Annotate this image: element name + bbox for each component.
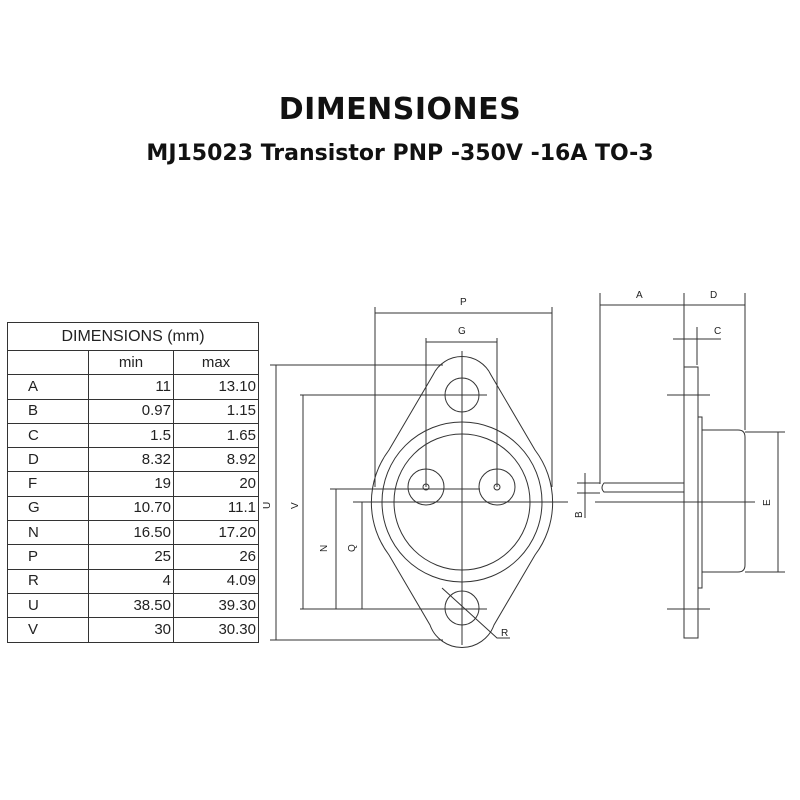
max-value: 20 bbox=[173, 471, 259, 497]
max-value: 30.30 bbox=[173, 617, 259, 643]
label-a: A bbox=[636, 290, 643, 301]
front-view: P G U V N Q R bbox=[262, 297, 568, 649]
max-value: 1.65 bbox=[173, 422, 259, 449]
dimension-label: F bbox=[7, 471, 89, 497]
max-value: 4.09 bbox=[173, 568, 259, 594]
label-n: N bbox=[319, 545, 330, 552]
min-value: 30 bbox=[88, 617, 174, 643]
dimension-label: B bbox=[7, 398, 89, 424]
page-title: DIMENSIONES bbox=[278, 92, 522, 127]
flange-outline bbox=[370, 356, 554, 649]
label-v: V bbox=[290, 502, 301, 509]
max-value: 39.30 bbox=[173, 592, 259, 619]
can-body bbox=[702, 429, 746, 573]
dimension-label: D bbox=[7, 447, 89, 473]
side-view: A D C B E bbox=[574, 290, 785, 639]
column-header-min: min bbox=[88, 349, 174, 376]
label-u: U bbox=[262, 502, 273, 509]
dimension-label: V bbox=[7, 617, 89, 643]
min-value: 1.5 bbox=[88, 422, 174, 449]
min-value: 19 bbox=[88, 471, 174, 497]
min-value: 11 bbox=[88, 374, 174, 400]
min-value: 38.50 bbox=[88, 592, 174, 619]
label-p: P bbox=[460, 297, 467, 308]
label-r: R bbox=[501, 628, 508, 639]
label-g: G bbox=[458, 326, 466, 337]
label-e: E bbox=[762, 499, 773, 506]
min-value: 0.97 bbox=[88, 398, 174, 424]
r-leader bbox=[441, 587, 510, 639]
min-value: 25 bbox=[88, 544, 174, 570]
max-value: 17.20 bbox=[173, 520, 259, 546]
column-header-max: max bbox=[173, 349, 259, 376]
label-d: D bbox=[710, 290, 717, 301]
table-header: DIMENSIONS (mm) bbox=[7, 322, 259, 351]
page-subtitle: MJ15023 Transistor PNP -350V -16A TO-3 bbox=[146, 141, 654, 166]
label-q: Q bbox=[347, 544, 358, 552]
label-b: B bbox=[574, 511, 585, 518]
label-c: C bbox=[714, 326, 721, 337]
lead bbox=[601, 482, 684, 493]
max-value: 1.15 bbox=[173, 398, 259, 424]
min-value: 4 bbox=[88, 568, 174, 594]
max-value: 8.92 bbox=[173, 447, 259, 473]
max-value: 13.10 bbox=[173, 374, 259, 400]
dimension-label: C bbox=[7, 422, 89, 449]
